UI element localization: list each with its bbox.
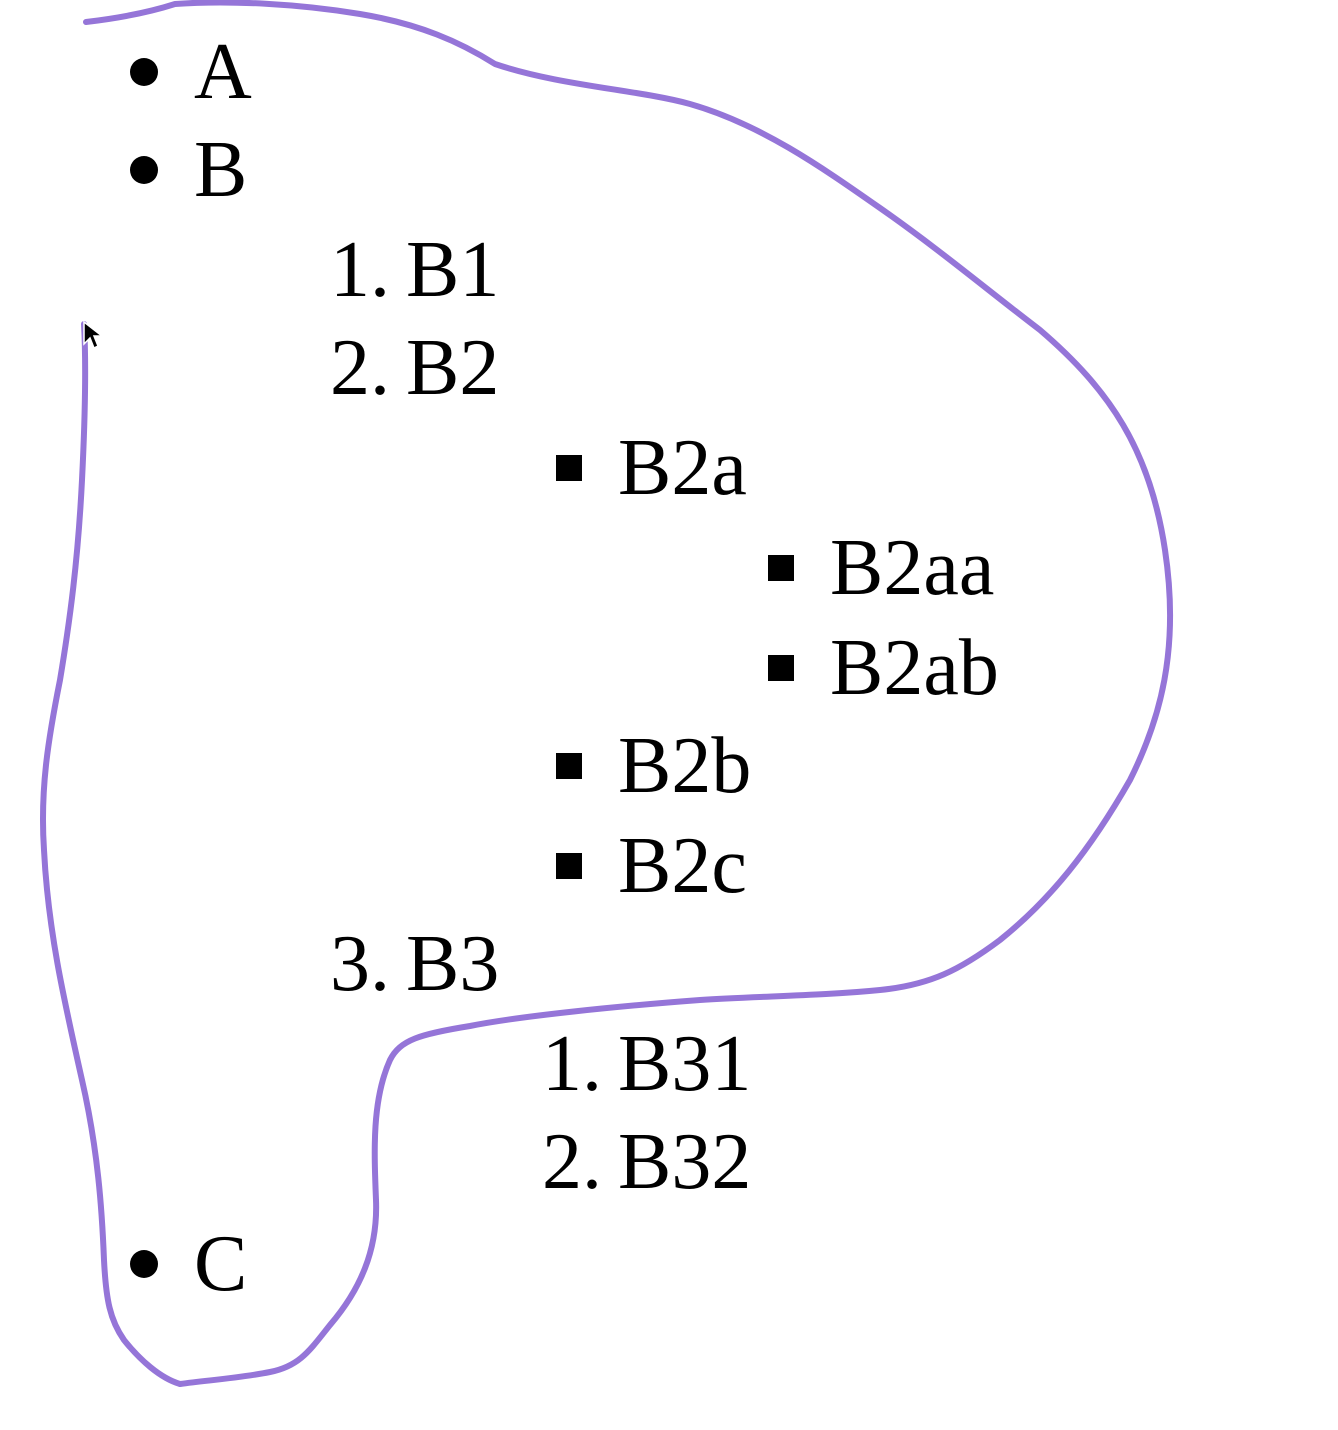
list-item-label: B2ab <box>830 624 999 712</box>
list-item-number: 3. <box>330 920 390 1008</box>
list-item-label: B32 <box>618 1118 752 1206</box>
list-item-number: 1. <box>330 226 390 314</box>
disc-bullet-icon <box>130 156 158 184</box>
list-item-label: B2b <box>618 722 752 810</box>
list-item-label: B2aa <box>830 524 995 612</box>
list-item-number: 2. <box>542 1118 602 1206</box>
square-bullet-icon <box>556 455 582 481</box>
disc-bullet-icon <box>130 58 158 86</box>
square-bullet-icon <box>768 555 794 581</box>
list-item-label: C <box>194 1220 248 1308</box>
list-item-label: B2c <box>618 822 747 910</box>
square-bullet-icon <box>768 655 794 681</box>
arrow-cursor-icon <box>83 320 104 350</box>
list-item-label: B3 <box>406 920 500 1008</box>
list-item-label: B31 <box>618 1020 752 1108</box>
list-item-label: A <box>194 28 252 116</box>
list-item-number: 2. <box>330 324 390 412</box>
list-item-label: B2 <box>406 324 500 412</box>
disc-bullet-icon <box>130 1250 158 1278</box>
list-item-label: B2a <box>618 424 747 512</box>
list-item-label: B1 <box>406 226 500 314</box>
list-item-number: 1. <box>542 1020 602 1108</box>
square-bullet-icon <box>556 753 582 779</box>
square-bullet-icon <box>556 853 582 879</box>
annotation-stroke-left <box>39 321 183 1387</box>
list-item-label: B <box>194 126 248 214</box>
